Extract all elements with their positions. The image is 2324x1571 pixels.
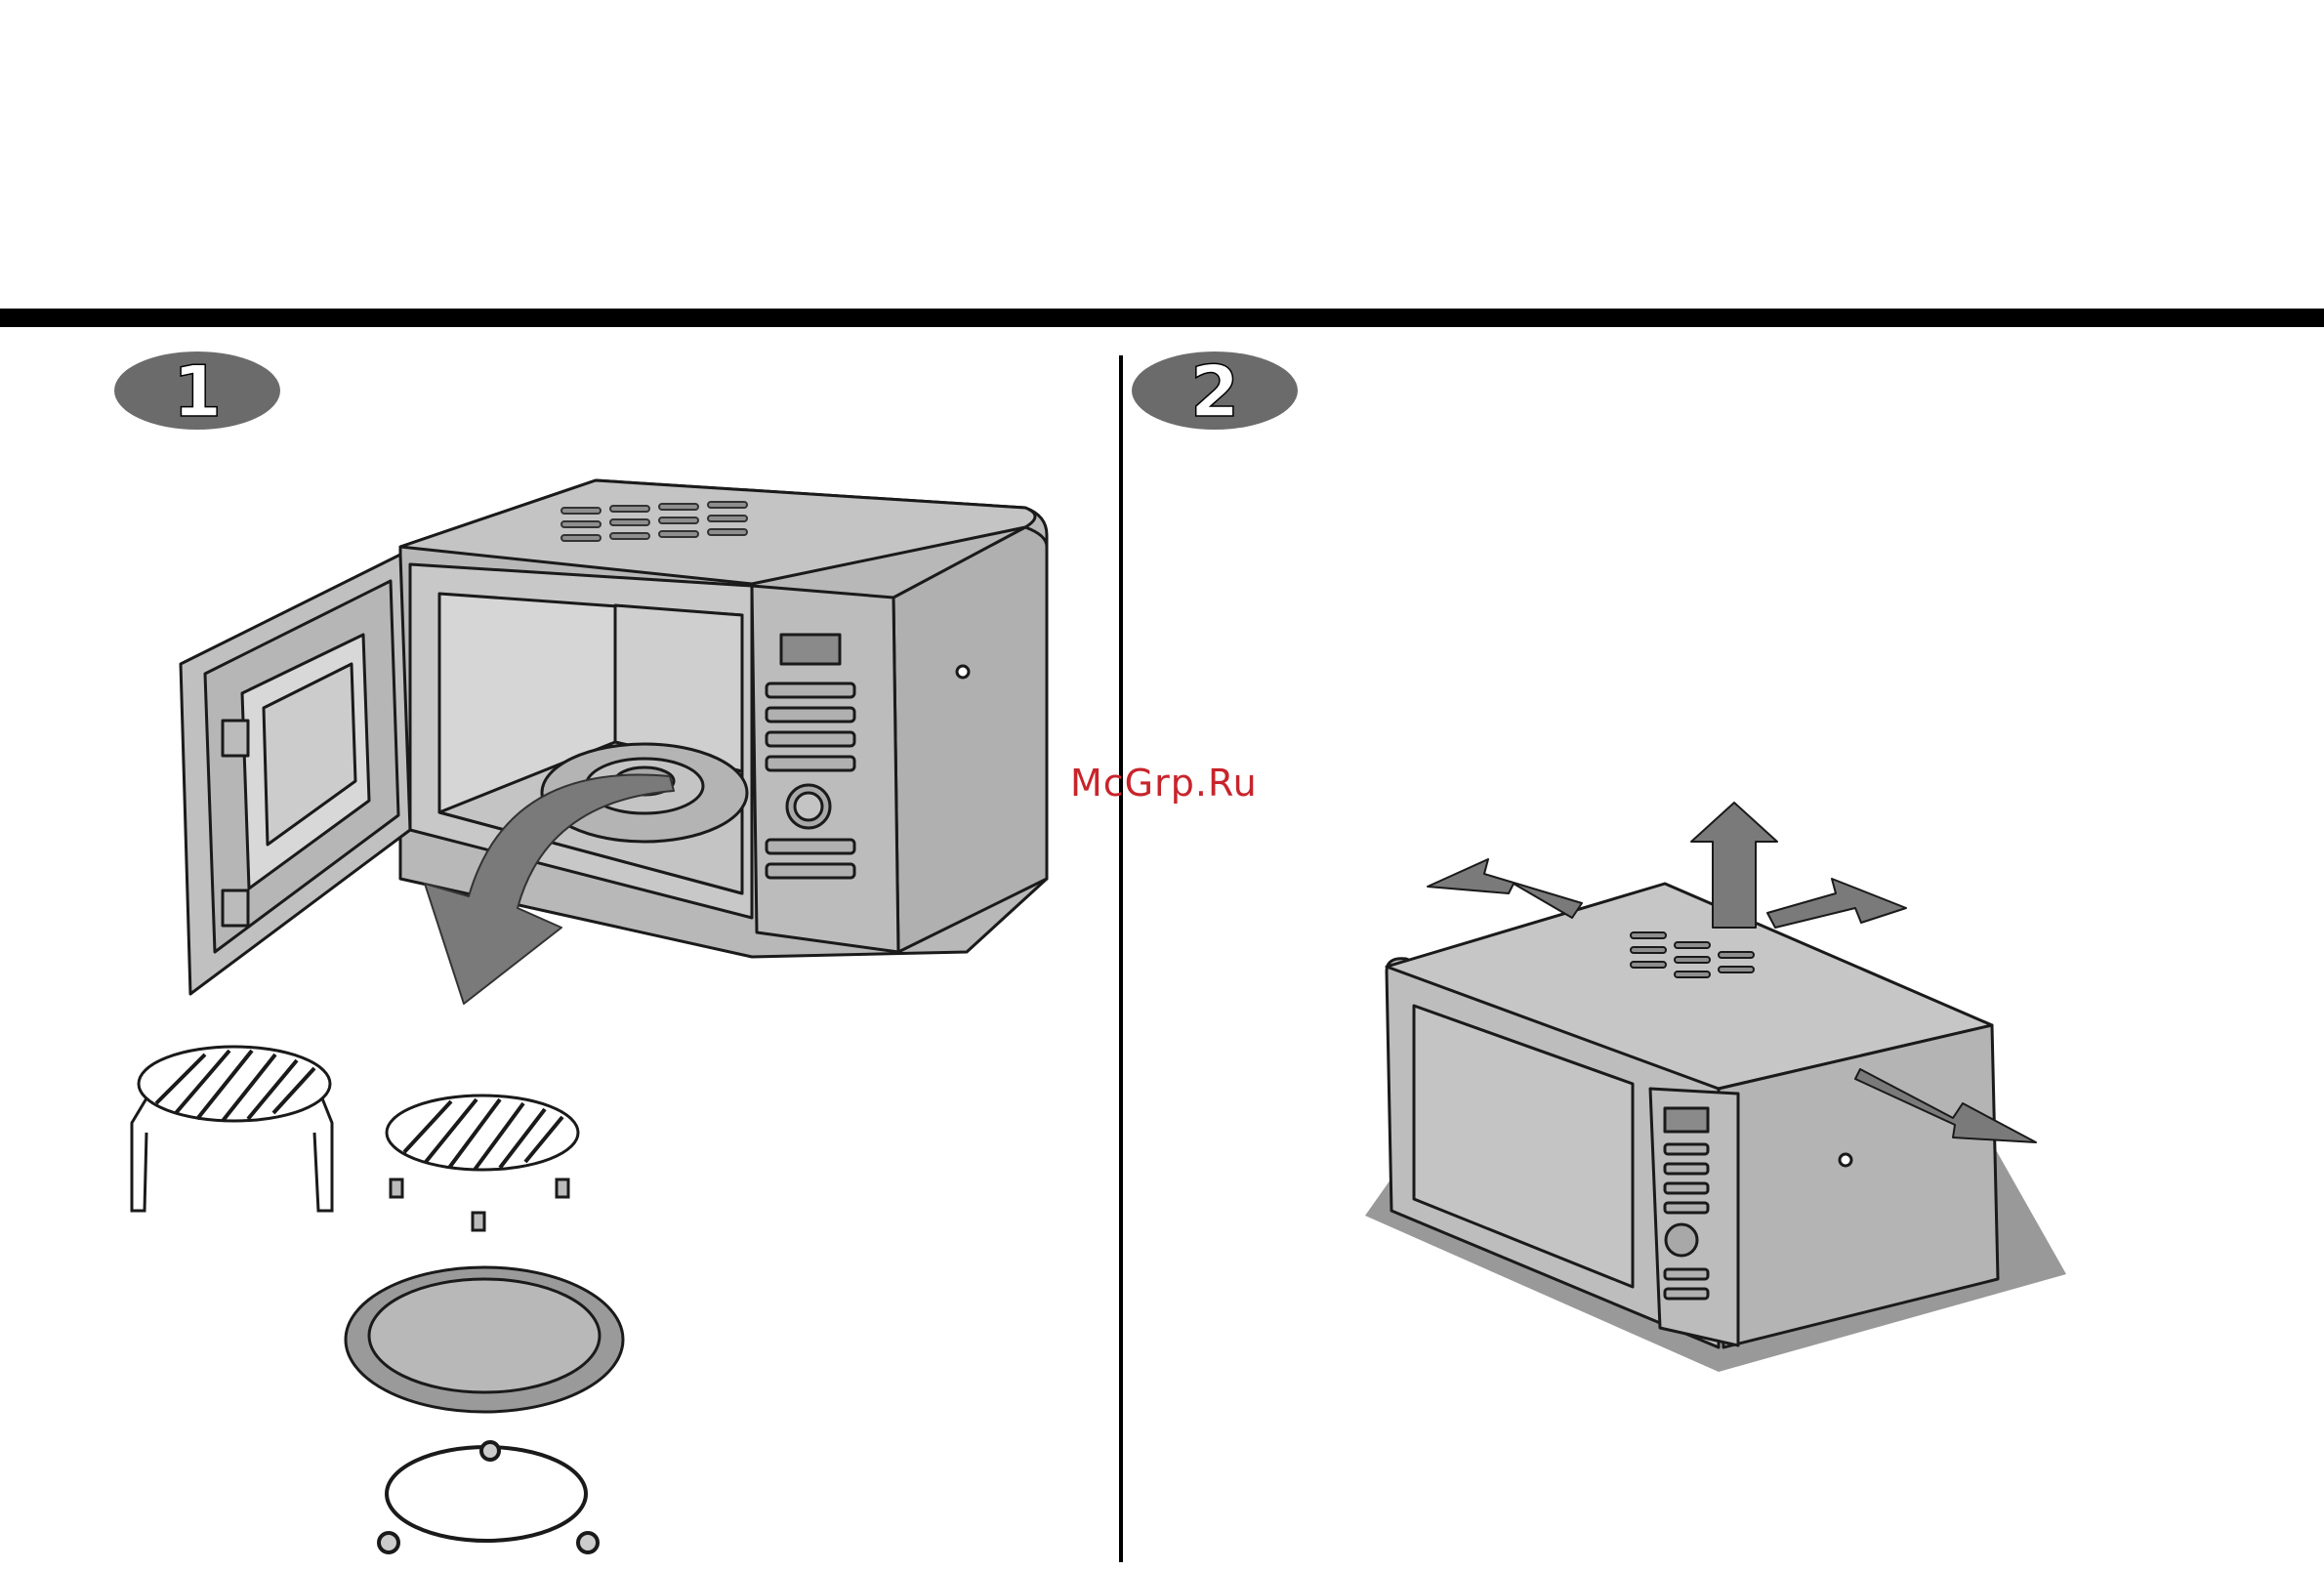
open-microwave-illustration <box>181 480 1047 1004</box>
clearance-illustration <box>1365 803 2066 1372</box>
low-rack-accessory <box>387 1096 578 1230</box>
glass-tray-accessory <box>346 1267 623 1412</box>
watermark-text: McGrp.Ru <box>1070 762 1258 805</box>
high-rack-accessory <box>132 1047 332 1211</box>
roller-ring-accessory <box>379 1442 598 1552</box>
